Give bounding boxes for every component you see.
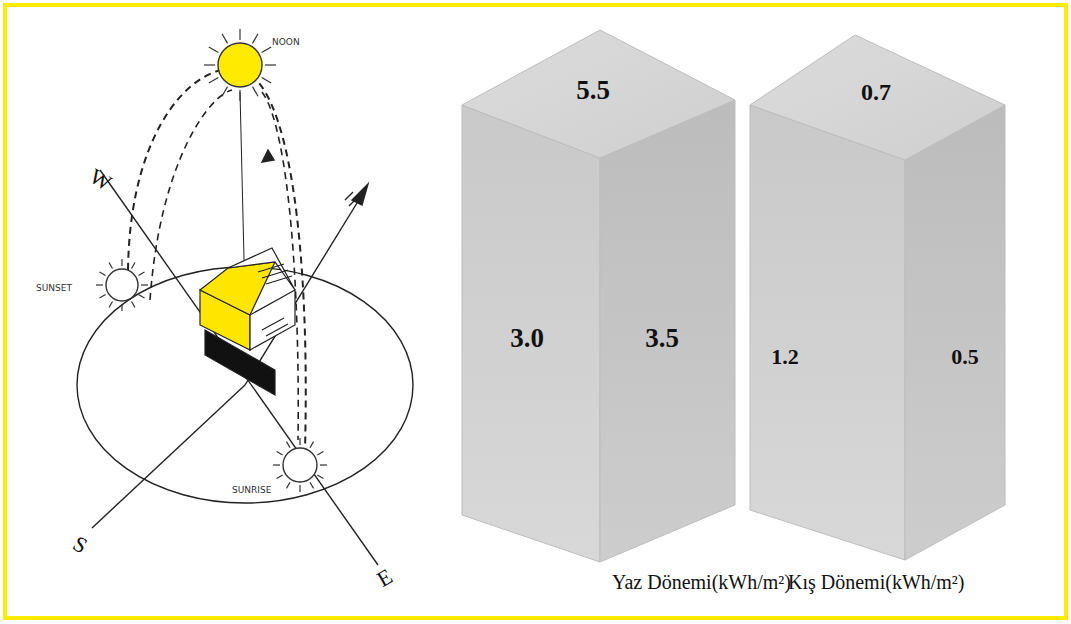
sun-ray	[317, 452, 323, 456]
sun-ray	[222, 34, 228, 44]
sun-label: NOON	[272, 38, 300, 47]
compass-letter: E	[374, 565, 397, 591]
sun-rays	[96, 29, 327, 492]
sun-ray	[262, 78, 272, 84]
sun-ray	[310, 442, 314, 448]
sun-ray	[138, 295, 144, 299]
sun-ray	[253, 34, 259, 44]
house	[200, 248, 295, 395]
sun-ray	[96, 284, 103, 285]
sun-ray	[132, 262, 136, 268]
sun-ray	[239, 90, 240, 101]
sun-ray	[320, 464, 327, 465]
winter-cube	[750, 35, 1005, 560]
frame	[5, 5, 1066, 618]
sun-ray	[265, 64, 276, 65]
compass-letter: W	[86, 165, 115, 194]
sun-ray	[141, 284, 148, 285]
sun-ray	[262, 47, 272, 53]
sun-ray	[277, 475, 283, 479]
sun-ray	[317, 475, 323, 479]
sun-ray	[99, 272, 105, 276]
summer-cube	[462, 30, 735, 562]
sun-ray	[222, 87, 228, 97]
sun-ray	[253, 87, 259, 97]
sun-ray	[277, 452, 283, 456]
caption-label: Yaz Dönemi(kWh/m²)	[612, 572, 791, 592]
sun-ray	[310, 482, 314, 488]
sun-ray	[99, 295, 105, 299]
sun-ray	[209, 78, 219, 84]
sun-ray	[121, 304, 122, 311]
sun-path-diagram	[77, 43, 413, 565]
sun-ray	[239, 29, 240, 40]
sun-ray	[299, 438, 300, 445]
sun-ray	[299, 485, 300, 492]
sun-ray	[273, 464, 280, 465]
sun-ray	[204, 64, 215, 65]
sun-ray	[287, 482, 291, 488]
energy-value: 3.5	[645, 325, 679, 352]
sun-ray	[121, 259, 122, 266]
sun-ray	[287, 442, 291, 448]
energy-value: 5.5	[576, 77, 610, 104]
compass-letter: S	[69, 532, 91, 557]
sun-ray	[138, 272, 144, 276]
sun-label: SUNRISE	[232, 486, 271, 495]
sun-ray	[209, 47, 219, 53]
energy-value: 1.2	[771, 346, 799, 368]
sun-ray	[109, 262, 113, 268]
sun-label: SUNSET	[36, 284, 72, 293]
energy-value: 0.7	[861, 80, 891, 104]
sun-ray	[132, 301, 136, 307]
energy-value: 0.5	[951, 346, 979, 368]
caption-label: Kış Dönemi(kWh/m²)	[788, 572, 965, 592]
sun-ray	[109, 301, 113, 307]
energy-value: 3.0	[510, 325, 544, 352]
